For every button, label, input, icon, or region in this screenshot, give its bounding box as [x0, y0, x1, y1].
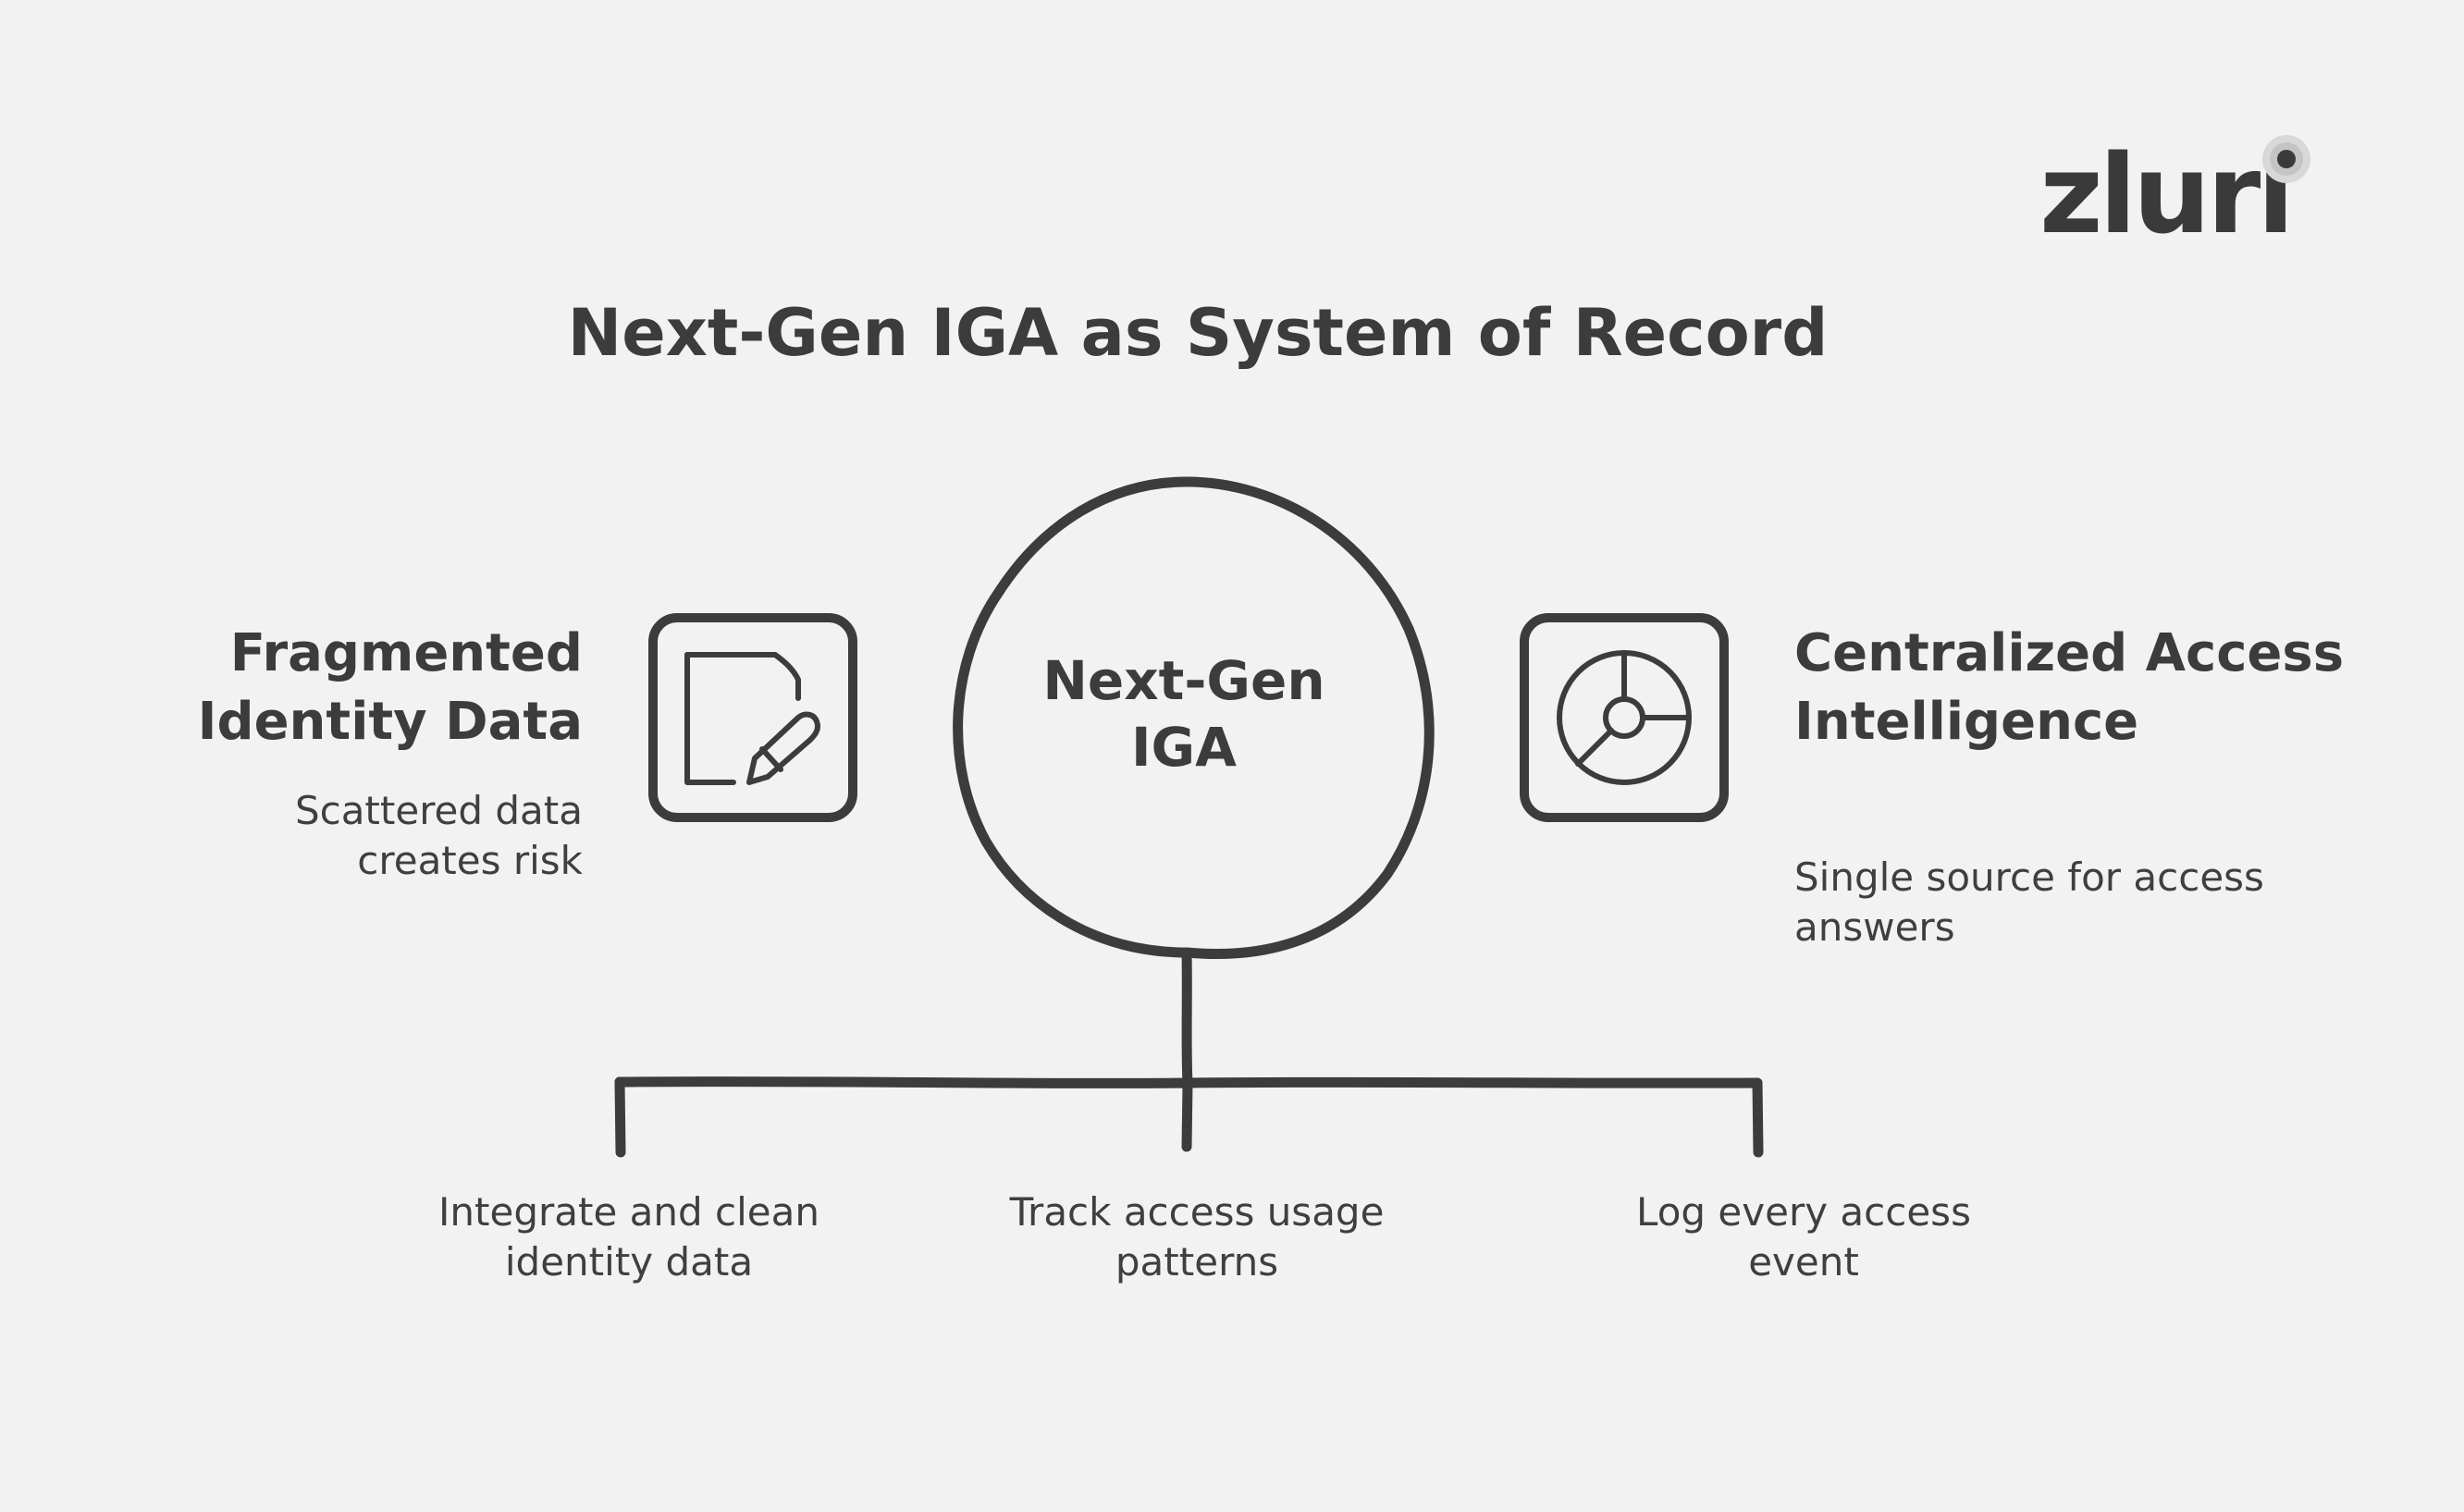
- connector-drop-1: [614, 1076, 626, 1158]
- connector-drop-3: [1752, 1077, 1764, 1158]
- right-description: Single source for access answers: [1794, 854, 2264, 950]
- step-label-integrate: Integrate and clean identity data: [438, 1189, 819, 1285]
- document-edit-icon: [684, 652, 821, 785]
- document-edit-icon-box: [648, 613, 857, 822]
- left-heading: Fragmented Identity Data: [197, 623, 583, 752]
- logo-dot-icon: [2262, 135, 2310, 183]
- diagram-title: Next-Gen IGA as System of Record: [567, 295, 1829, 371]
- step-label-track: Track access usage patterns: [1009, 1189, 1385, 1285]
- connector-branch: [614, 1076, 1763, 1088]
- step-label-log: Log every access event: [1636, 1189, 1971, 1285]
- zluri-logo: zluri: [2039, 129, 2317, 259]
- logo-text: zluri: [2039, 130, 2295, 258]
- left-description: Scattered data creates risk: [294, 788, 583, 883]
- right-heading: Centralized Access Intelligence: [1794, 623, 2345, 752]
- pie-chart-icon-box: [1520, 613, 1729, 822]
- pie-chart-icon: [1557, 650, 1692, 785]
- connector-stem: [1181, 947, 1193, 1152]
- center-label: Next-Gen IGA: [1042, 649, 1325, 779]
